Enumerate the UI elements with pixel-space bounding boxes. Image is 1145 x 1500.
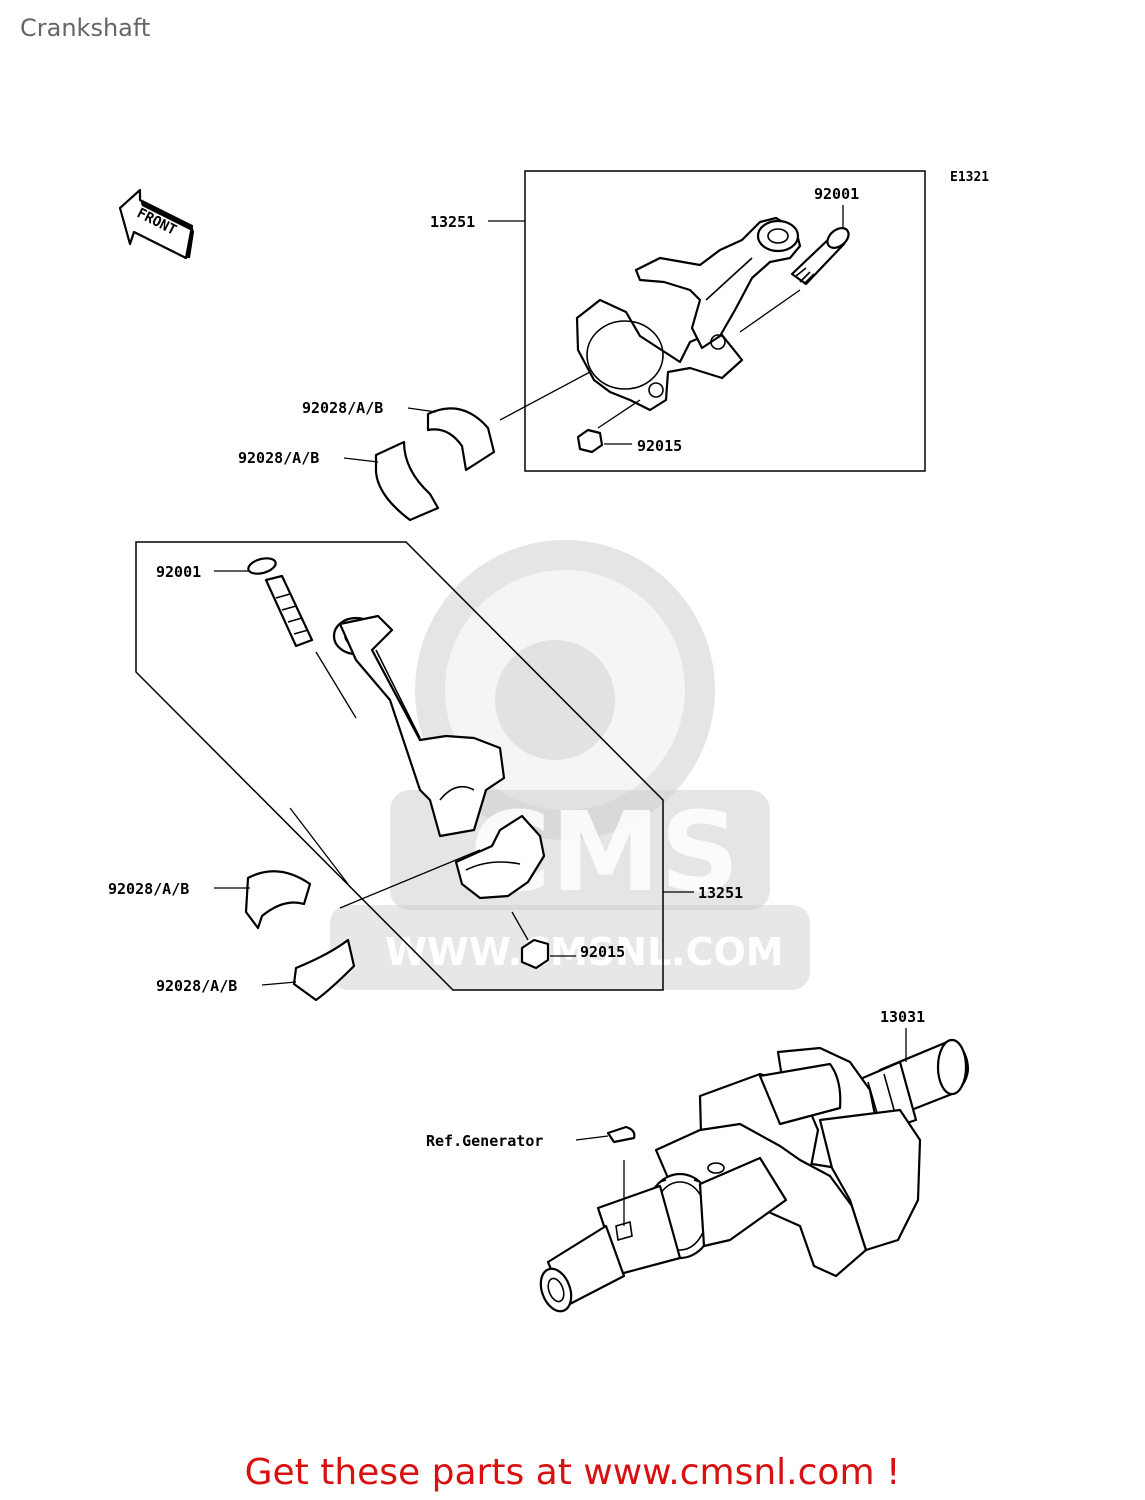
footer-cta-link[interactable]: Get these parts at www.cmsnl.com ! xyxy=(244,1452,901,1493)
nut-upper-icon xyxy=(576,428,604,454)
callout-bearing-lower-1: 92028/A/B xyxy=(108,880,189,898)
callout-bolt-lower: 92001 xyxy=(156,563,201,581)
lower-assembly-box xyxy=(135,541,664,991)
diagram-code: E1321 xyxy=(950,170,989,185)
woodruff-key-icon xyxy=(606,1125,636,1144)
bearing-shell-upper-1-icon xyxy=(426,407,496,472)
nut-lower-icon xyxy=(520,938,550,970)
callout-bearing-upper-1: 92028/A/B xyxy=(302,399,383,417)
page-title: Crankshaft xyxy=(20,14,151,42)
callout-conrod-lower: 13251 xyxy=(698,884,743,902)
upper-assembly-box xyxy=(524,170,926,472)
callout-crankshaft: 13031 xyxy=(880,1008,925,1026)
watermark-url-text: WWW.CMSNL.COM xyxy=(385,930,784,974)
bearing-shell-upper-2-icon xyxy=(374,440,440,522)
conrod-cap-lower-icon xyxy=(454,814,546,900)
callout-bearing-upper-2: 92028/A/B xyxy=(238,449,319,467)
callout-nut-lower: 92015 xyxy=(580,943,625,961)
front-arrow-icon: FRONT xyxy=(118,188,194,260)
bolt-upper-icon xyxy=(790,227,850,286)
crankshaft xyxy=(539,1038,970,1313)
cms-watermark: CMS WWW.CMSNL.COM xyxy=(330,540,810,990)
bearing-shell-lower-1-icon xyxy=(244,870,312,930)
callout-key-ref-generator: Ref.Generator xyxy=(426,1132,543,1150)
parts-diagram: CMS WWW.CMSNL.COM E1321 FRONT xyxy=(108,170,989,1313)
connecting-rod-lower xyxy=(332,614,506,838)
callout-bearing-lower-2: 92028/A/B xyxy=(156,977,237,995)
connecting-rod-upper xyxy=(575,216,802,412)
callout-conrod-upper: 13251 xyxy=(430,213,475,231)
bolt-lower-icon xyxy=(247,557,314,648)
callout-bolt-upper: 92001 xyxy=(814,185,859,203)
bearing-shell-lower-2-icon xyxy=(292,938,356,1002)
callout-nut-upper: 92015 xyxy=(637,437,682,455)
